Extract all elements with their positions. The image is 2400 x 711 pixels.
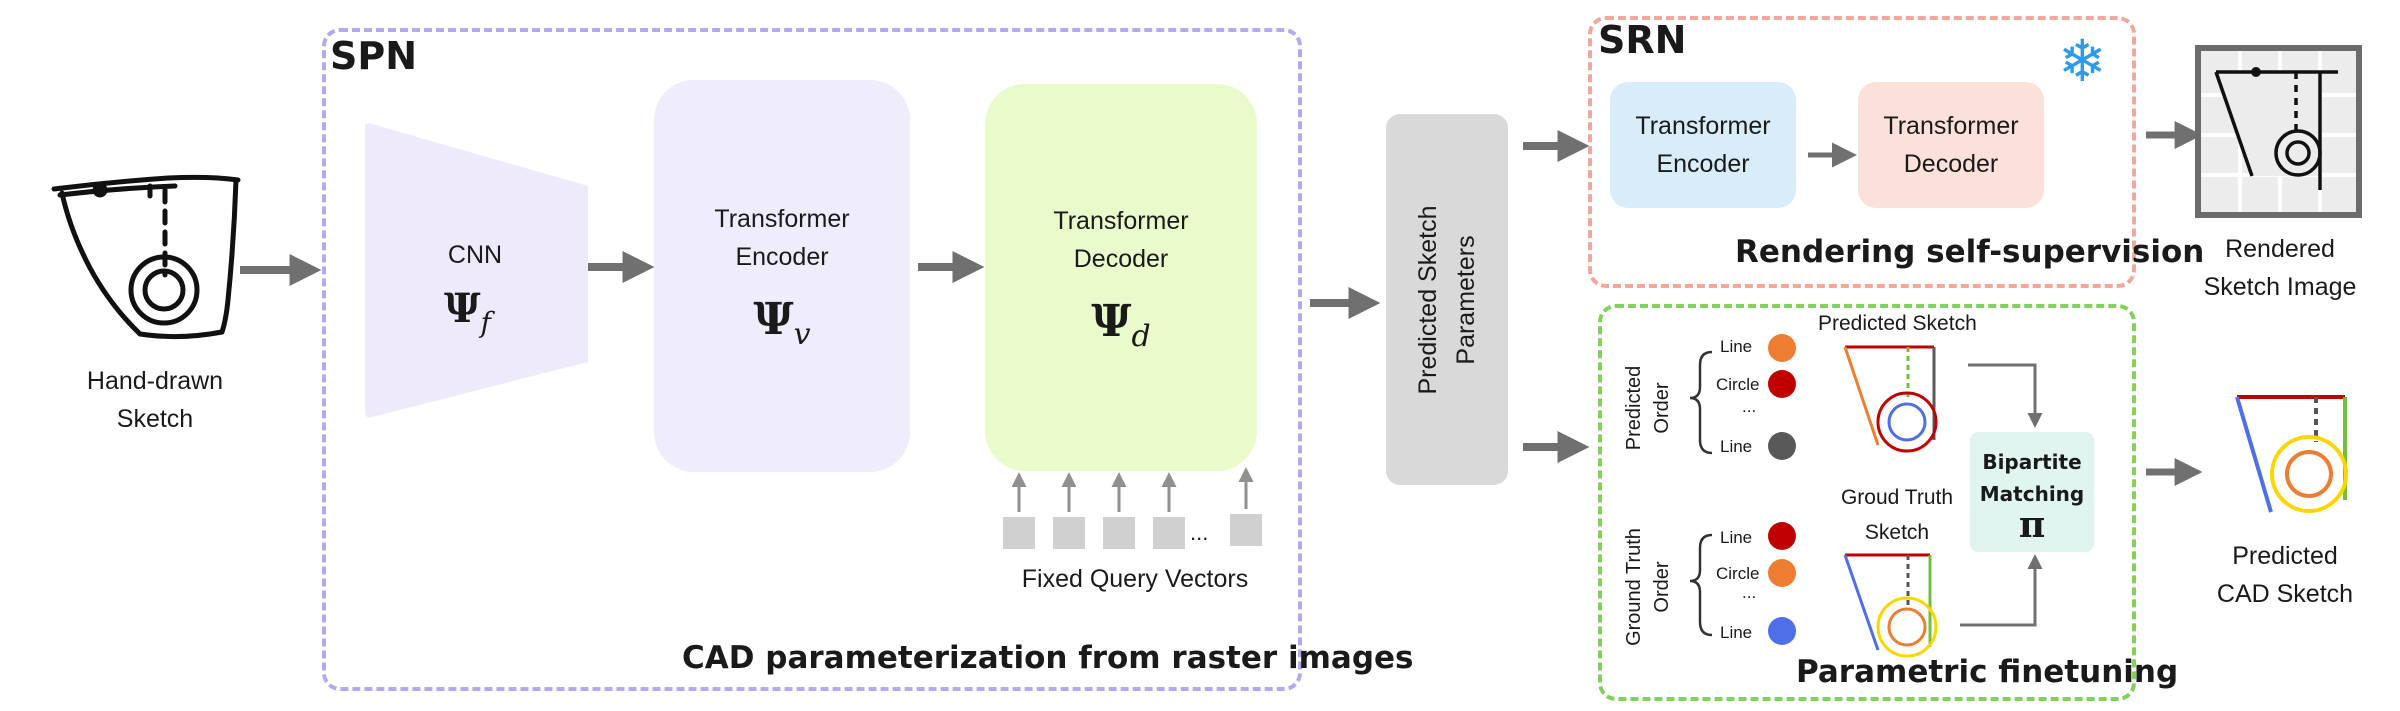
spn-encoder-label: Transformer Encoder <box>714 205 850 271</box>
rendered-sketch-label: Rendered Sketch Image <box>2203 235 2357 301</box>
predicted-sketch-image <box>1843 345 1938 453</box>
gt-order-bracket <box>1689 533 1713 637</box>
srn-transformer-encoder: Transformer Encoder <box>1610 82 1796 208</box>
predicted-sketch-label: Predicted Sketch <box>1818 312 1977 335</box>
query-vector <box>1053 517 1085 549</box>
fixed-query-vectors-label: Fixed Query Vectors <box>1021 565 1249 593</box>
pi-symbol: π <box>2018 504 2046 546</box>
query-vector <box>1103 517 1135 549</box>
srn-caption: Rendering self-supervision <box>1735 234 2205 270</box>
finetune-section <box>1598 304 2136 701</box>
hand-drawn-sketch-label: Hand-drawn Sketch <box>86 367 224 433</box>
predicted-sketch-parameters-block <box>1386 114 1508 485</box>
ground-truth-sketch-label: Groud Truth Sketch <box>1840 486 1954 544</box>
gt-item-ellipsis: ... <box>1742 583 1757 602</box>
pred-item-label: Line <box>1720 337 1753 356</box>
spn-caption: CAD parameterization from raster images <box>682 640 1414 676</box>
query-ellipsis: ... <box>1190 520 1209 545</box>
gt-item-label: Circle <box>1716 564 1760 583</box>
predicted-cad-sketch-label: Predicted CAD Sketch <box>2216 542 2354 608</box>
ground-truth-sketch-image <box>1843 553 1938 658</box>
predicted-order-bracket <box>1689 350 1713 455</box>
gt-order-label: Ground Truth Order <box>1623 528 1673 646</box>
srn-transformer-decoder: Transformer Decoder <box>1858 82 2044 208</box>
arrow-pred-to-matching <box>1968 363 2043 428</box>
spn-transformer-decoder: Transformer Decoder Ψd <box>985 84 1257 471</box>
query-vector <box>1003 517 1035 549</box>
arrow-gt-to-matching <box>1960 554 2043 627</box>
spn-transformer-encoder: Transformer Encoder Ψv <box>654 80 910 472</box>
spn-title: SPN <box>330 34 418 78</box>
predicted-order-label: Predicted Order <box>1623 365 1673 451</box>
rendered-sketch-image <box>2195 45 2362 218</box>
pred-item-dot <box>1768 370 1796 398</box>
gt-item-dot <box>1768 559 1796 587</box>
pred-item-label: Line <box>1720 437 1753 456</box>
pred-item-dot <box>1768 334 1796 362</box>
snowflake-icon: ❄ <box>2058 29 2107 94</box>
bipartite-matching-block: Bipartite Matching π <box>1970 432 2094 552</box>
finetune-caption: Parametric finetuning <box>1796 654 2179 690</box>
gt-item-label: Line <box>1720 528 1753 547</box>
predicted-sketch-parameters-label: Predicted Sketch Parameters <box>1414 205 1480 395</box>
spn-section <box>322 28 1302 691</box>
cnn-label: CNN <box>447 241 503 269</box>
spn-decoder-symbol: Ψd <box>1091 295 1151 354</box>
pred-item-label: Circle <box>1716 375 1760 394</box>
srn-title: SRN <box>1598 18 1687 62</box>
pred-item-ellipsis: ... <box>1742 397 1757 416</box>
bipartite-matching-label: Bipartite Matching <box>1979 450 2085 506</box>
srn-section <box>1588 16 2136 288</box>
pred-item-dot <box>1768 432 1796 460</box>
hand-drawn-sketch-image <box>51 174 241 340</box>
query-vector <box>1230 514 1262 546</box>
query-vector <box>1153 517 1185 549</box>
gt-item-dot <box>1768 617 1796 645</box>
predicted-cad-sketch-image <box>2235 395 2348 513</box>
query-vectors <box>1003 467 1262 549</box>
gt-item-dot <box>1768 522 1796 550</box>
cnn-symbol: Ψf <box>444 285 491 339</box>
spn-decoder-label: Transformer Decoder <box>1053 206 1189 273</box>
gt-item-label: Line <box>1720 623 1753 642</box>
spn-encoder-symbol: Ψv <box>753 294 811 352</box>
cnn-block-shape <box>365 123 588 418</box>
